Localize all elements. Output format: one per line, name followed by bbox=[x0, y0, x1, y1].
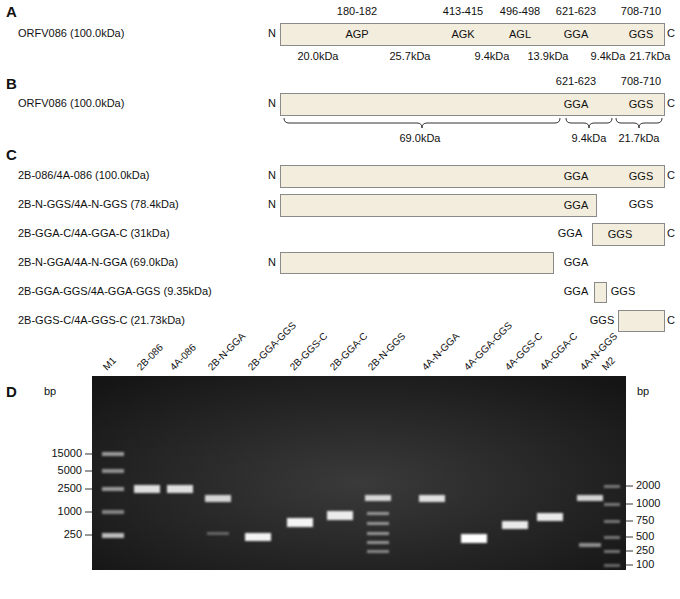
size-marker: 250 bbox=[64, 528, 82, 541]
motif-label: GGS bbox=[629, 198, 653, 211]
mass-label: 13.9kDa bbox=[528, 50, 569, 63]
panel-letter: D bbox=[6, 383, 17, 401]
lane-label: 2B-N-GGA bbox=[206, 330, 249, 373]
size-marker: 1000 bbox=[58, 505, 82, 518]
motif-label: AGL bbox=[509, 28, 531, 41]
residue-position: 413-415 bbox=[443, 5, 483, 18]
residue-position: 708-710 bbox=[621, 5, 661, 18]
mass-label: 69.0kDa bbox=[400, 132, 441, 145]
motif-label: GGS bbox=[629, 170, 653, 183]
gel-image bbox=[92, 376, 626, 570]
unit-label: bp bbox=[44, 385, 56, 398]
residue-position: 708-710 bbox=[621, 75, 661, 88]
mass-label: 9.4kDa bbox=[572, 132, 607, 145]
motif-label: GGS bbox=[608, 228, 632, 241]
motif-label: GGA bbox=[558, 227, 582, 240]
protein-bar bbox=[595, 283, 607, 303]
bracket-group bbox=[284, 118, 662, 128]
panel-letter: B bbox=[6, 75, 17, 93]
protein-bar bbox=[281, 253, 554, 274]
lane-label: 2B-GGS-C bbox=[288, 330, 331, 373]
panel-letter: A bbox=[6, 3, 17, 21]
mass-label: 20.0kDa bbox=[298, 50, 339, 63]
lane-label: 2B-086 bbox=[135, 342, 166, 373]
motif-label: GGA bbox=[564, 98, 588, 111]
motif-label: GGS bbox=[611, 285, 635, 298]
gel-bands bbox=[102, 452, 620, 567]
protein-bar: GGA bbox=[280, 194, 597, 217]
bracket bbox=[566, 118, 612, 128]
terminus-label: C bbox=[667, 97, 675, 110]
construct-name: 2B-GGA-GGS/4A-GGA-GGS (9.35kDa) bbox=[18, 285, 212, 298]
panel-letter: C bbox=[6, 146, 17, 164]
motif-label: GGA bbox=[564, 170, 588, 183]
bracket bbox=[284, 118, 560, 128]
motif-label: GGA bbox=[564, 256, 588, 269]
protein-name: ORFV086 (100.0kDa) bbox=[18, 97, 124, 110]
lane-label: 4A-N-GGA bbox=[420, 330, 463, 373]
protein-bar: GGS bbox=[592, 223, 665, 246]
mass-label: 9.4kDa bbox=[475, 50, 510, 63]
motif-label: GGS bbox=[590, 314, 614, 327]
size-marker: 2500 bbox=[58, 482, 82, 495]
unit-label: bp bbox=[637, 385, 649, 398]
lane-label: 2B-N-GGS bbox=[366, 330, 409, 373]
motif-label: GGS bbox=[629, 98, 653, 111]
lane-label: M2 bbox=[600, 355, 618, 373]
size-marker: 500 bbox=[636, 530, 654, 543]
residue-position: 621-623 bbox=[556, 5, 596, 18]
terminus-label: C bbox=[667, 227, 675, 240]
terminus-label: N bbox=[268, 256, 276, 269]
motif-label: AGP bbox=[345, 28, 368, 41]
protein-bar: GGA GGS bbox=[280, 93, 665, 116]
size-marker: 2000 bbox=[636, 479, 660, 492]
mass-label: 21.7kDa bbox=[630, 50, 671, 63]
construct-name: 2B-086/4A-086 (100.0kDa) bbox=[18, 169, 149, 182]
size-marker: 750 bbox=[636, 514, 654, 527]
protein-bar: AGP AGK AGL GGA GGS bbox=[280, 23, 665, 46]
protein-name: ORFV086 (100.0kDa) bbox=[18, 27, 124, 40]
motif-label: GGA bbox=[564, 285, 588, 298]
size-marker: 1000 bbox=[636, 497, 660, 510]
mass-label: 9.4kDa bbox=[591, 50, 626, 63]
residue-position: 496-498 bbox=[500, 5, 540, 18]
size-marker: 15000 bbox=[51, 447, 82, 460]
size-marker: 5000 bbox=[58, 464, 82, 477]
residue-position: 180-182 bbox=[337, 5, 377, 18]
ladder-ticks bbox=[85, 454, 633, 565]
terminus-label: N bbox=[268, 198, 276, 211]
construct-name: 2B-GGS-C/4A-GGS-C (21.73kDa) bbox=[18, 314, 185, 327]
protein-bar bbox=[619, 311, 665, 332]
size-marker: 250 bbox=[636, 544, 654, 557]
terminus-label: N bbox=[268, 97, 276, 110]
terminus-label: C bbox=[667, 169, 675, 182]
residue-position: 621-623 bbox=[556, 75, 596, 88]
motif-label: GGA bbox=[564, 199, 588, 212]
construct-name: 2B-N-GGS/4A-N-GGS (78.4kDa) bbox=[18, 198, 179, 211]
construct-name: 2B-N-GGA/4A-N-GGA (69.0kDa) bbox=[18, 256, 178, 269]
terminus-label: C bbox=[667, 314, 675, 327]
terminus-label: N bbox=[268, 169, 276, 182]
terminus-label: C bbox=[667, 27, 675, 40]
lane-label: M1 bbox=[101, 355, 119, 373]
mass-label: 25.7kDa bbox=[390, 50, 431, 63]
terminus-label: N bbox=[268, 27, 276, 40]
mass-label: 21.7kDa bbox=[619, 132, 660, 145]
lane-label: 2B-GGA-C bbox=[328, 330, 371, 373]
motif-label: GGA bbox=[564, 28, 588, 41]
protein-bar: GGA GGS bbox=[280, 165, 665, 188]
bracket bbox=[616, 118, 662, 128]
construct-name: 2B-GGA-C/4A-GGA-C (31kDa) bbox=[18, 227, 170, 240]
size-marker: 100 bbox=[636, 558, 654, 571]
motif-label: AGK bbox=[451, 28, 474, 41]
empty-bars bbox=[281, 253, 665, 332]
motif-label: GGS bbox=[629, 28, 653, 41]
lane-label: 4A-086 bbox=[168, 342, 199, 373]
